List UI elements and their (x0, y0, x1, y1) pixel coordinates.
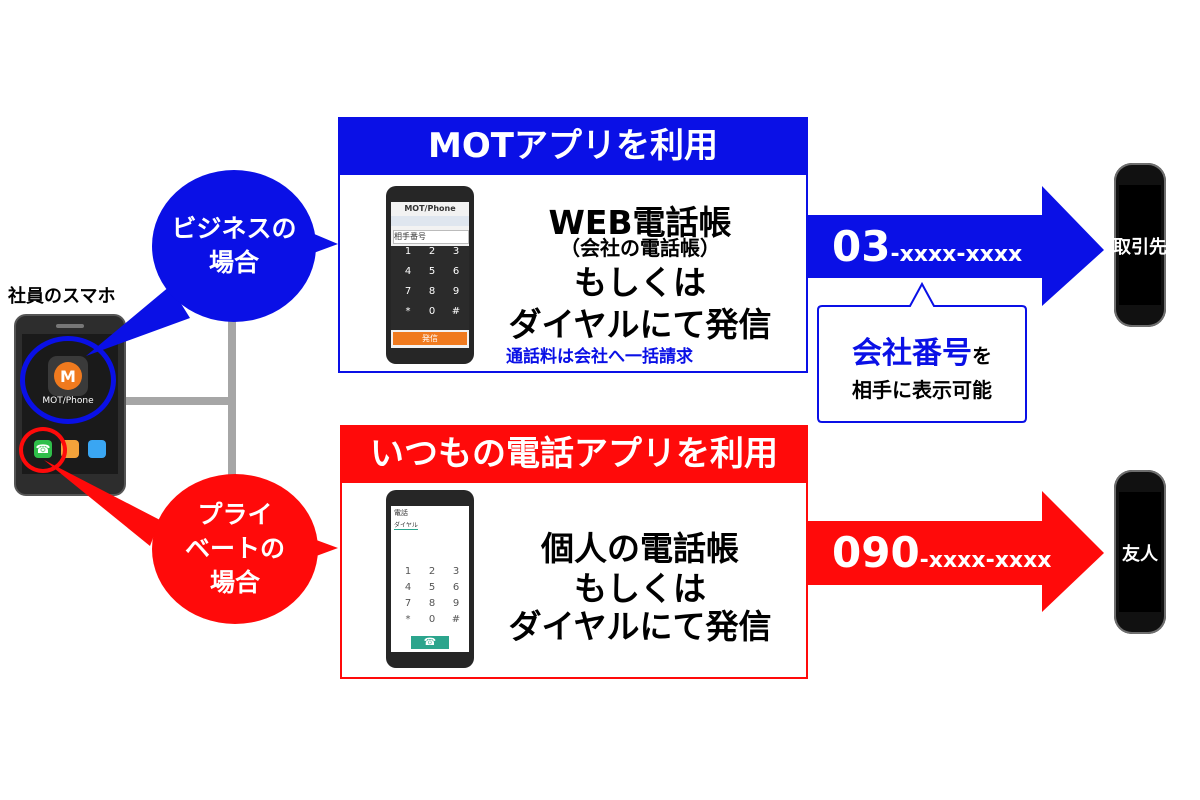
private-number-suffix: -xxxx-xxxx (919, 548, 1052, 573)
mot-phone-screen: MOT/Phone 相手番号 発信 (391, 202, 469, 348)
business-bubble-line1: ビジネスの (171, 214, 297, 243)
mot-screen-keypad (391, 246, 469, 330)
keypad-key[interactable]: 3 (452, 246, 460, 257)
normal-phone-mockup: 電話 ダイヤル ☎ 1 2 3 4 5 6 7 8 9 * 0 # (386, 490, 474, 668)
phone-icon-highlight (19, 427, 67, 473)
mot-line3: もしくは (574, 263, 706, 302)
keypad-key[interactable]: 1 (404, 566, 412, 577)
keypad-key[interactable]: 2 (428, 566, 436, 577)
mot-line2: （会社の電話帳） (560, 236, 720, 260)
business-number: 03-xxxx-xxxx (832, 222, 1022, 271)
mot-line4: ダイヤルにて発信 (508, 305, 772, 344)
normal-line1: 個人の電話帳 (541, 529, 739, 568)
keypad-key[interactable]: 5 (428, 266, 436, 277)
keypad-key[interactable]: 8 (428, 286, 436, 297)
private-target-phone: 友人 (1114, 470, 1166, 634)
keypad-key[interactable]: 0 (428, 306, 436, 317)
business-bubble: ビジネスの 場合 (152, 170, 316, 322)
keypad-key[interactable]: 0 (428, 614, 436, 625)
callout-particle: を (972, 344, 992, 368)
keypad-key[interactable]: 9 (452, 598, 460, 609)
mot-billing-note: 通話料は会社へ一括請求 (506, 347, 693, 367)
keypad-key[interactable]: 1 (404, 246, 412, 257)
keypad-key[interactable]: # (451, 614, 461, 625)
keypad-key[interactable]: 6 (452, 266, 460, 277)
private-number: 090-xxxx-xxxx (832, 528, 1051, 577)
mot-panel-header: MOTアプリを利用 (338, 117, 808, 175)
keypad-key[interactable]: 3 (452, 566, 460, 577)
mot-line1: WEB電話帳 (548, 203, 732, 242)
mot-icon-highlight (20, 336, 116, 424)
private-target-label: 友人 (1122, 544, 1158, 565)
normal-panel-header: いつもの電話アプリを利用 (340, 425, 808, 483)
mot-screen-brand: MOT/Phone (404, 204, 456, 213)
callout-highlight: 会社番号 (852, 336, 972, 371)
business-target-screen (1119, 185, 1161, 305)
business-target-phone: 取引先 (1113, 163, 1167, 327)
keypad-key[interactable]: * (405, 614, 411, 625)
keypad-key[interactable]: 7 (404, 286, 412, 297)
business-bubble-line2: 場合 (208, 248, 259, 277)
normal-phone-screen: 電話 ダイヤル ☎ (391, 506, 469, 652)
normal-keypad-keys: 1 2 3 4 5 6 7 8 9 * 0 # (391, 566, 469, 630)
employee-phone-label: 社員のスマホ (8, 286, 116, 307)
keypad-key[interactable]: * (405, 306, 411, 317)
normal-screen-tab[interactable]: ダイヤル (394, 522, 418, 530)
keypad-key[interactable]: 4 (404, 582, 412, 593)
keypad-key[interactable]: 7 (404, 598, 412, 609)
private-bubble-line1: プライ (197, 500, 273, 529)
connector-vertical (228, 285, 236, 485)
mot-screen-input[interactable]: 相手番号 (393, 230, 469, 244)
keypad-key[interactable]: 2 (428, 246, 436, 257)
connector-horizontal (118, 397, 232, 405)
keypad-key[interactable]: 5 (428, 582, 436, 593)
mot-screen-toolbar (391, 216, 469, 226)
mot-screen-call-button[interactable]: 発信 (393, 332, 467, 345)
normal-line3: ダイヤルにて発信 (508, 607, 772, 646)
private-bubble: プライ ベートの 場合 (152, 474, 318, 624)
phone-speaker (56, 324, 84, 328)
callout-line2: 相手に表示可能 (852, 378, 992, 402)
keypad-key[interactable]: 8 (428, 598, 436, 609)
normal-screen-call-button[interactable]: ☎ (411, 636, 449, 649)
keypad-key[interactable]: 9 (452, 286, 460, 297)
keypad-key[interactable]: 4 (404, 266, 412, 277)
normal-line2: もしくは (574, 569, 706, 608)
business-number-prefix: 03 (832, 222, 891, 271)
private-bubble-line3: 場合 (209, 568, 260, 597)
private-target-screen (1119, 492, 1161, 612)
callout-line1: 会社番号を (818, 328, 1026, 372)
private-bubble-line2: ベートの (184, 534, 285, 563)
mot-keypad-keys: 1 2 3 4 5 6 7 8 9 * 0 # (391, 246, 469, 330)
mot-phone-mockup: MOT/Phone 相手番号 発信 1 2 3 4 5 6 7 8 9 * 0 # (386, 186, 474, 364)
keypad-key[interactable]: # (451, 306, 461, 317)
keypad-key[interactable]: 6 (452, 582, 460, 593)
private-number-prefix: 090 (832, 528, 920, 577)
business-number-suffix: -xxxx-xxxx (890, 242, 1023, 267)
messages-app-icon[interactable] (88, 440, 106, 458)
business-target-label: 取引先 (1113, 237, 1167, 258)
normal-screen-title: 電話 (394, 509, 408, 517)
